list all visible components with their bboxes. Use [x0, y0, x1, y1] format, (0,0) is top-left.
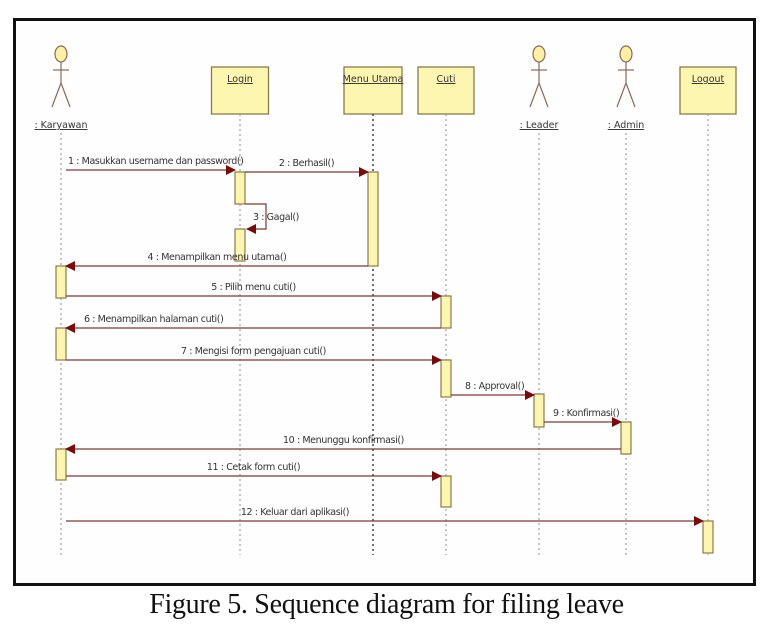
participant-label: : Admin — [608, 120, 645, 131]
message-label: 12 : Keluar dari aplikasi() — [241, 507, 349, 518]
message-label: 10 : Menunggu konfirmasi() — [283, 435, 404, 446]
participant-login: Login — [210, 66, 270, 555]
activation-bar — [55, 265, 67, 299]
message-arrow — [245, 203, 267, 234]
actor-leg-icon — [538, 82, 549, 108]
actor-head-icon — [54, 45, 68, 63]
message-7: 7 : Mengisi form pengajuan cuti() — [66, 346, 442, 365]
participant-menu_utama: Menu Utama — [343, 66, 404, 555]
activation-bar — [367, 171, 379, 267]
message-5: 5 : Pilih menu cuti() — [66, 282, 442, 301]
message-label: 7 : Mengisi form pengajuan cuti() — [181, 346, 326, 357]
message-label: 6 : Menampilkan halaman cuti() — [84, 314, 223, 325]
message-9: 9 : Konfirmasi() — [544, 408, 622, 427]
message-2: 2 : Berhasil() — [245, 158, 369, 177]
object-box — [210, 66, 270, 115]
message-label: 1 : Masukkan username dan password() — [68, 156, 244, 167]
actor-head-icon — [532, 45, 546, 63]
participant-label: Menu Utama — [343, 74, 404, 85]
message-label: 2 : Berhasil() — [279, 158, 334, 169]
participant-leader: : Leader — [520, 45, 559, 555]
message-label: 5 : Pilih menu cuti() — [211, 282, 296, 293]
message-1: 1 : Masukkan username dan password() — [66, 156, 244, 175]
object-box — [679, 66, 737, 115]
participant-cuti: Cuti — [417, 66, 475, 555]
actor-head-icon — [619, 45, 633, 63]
message-label: 4 : Menampilkan menu utama() — [148, 252, 287, 263]
activation-bar — [234, 171, 246, 205]
activation-bar — [55, 327, 67, 361]
participant-label: Logout — [692, 74, 725, 85]
participant-label: Login — [227, 74, 253, 85]
message-label: 8 : Approval() — [465, 381, 524, 392]
activation-bar — [234, 228, 246, 262]
figure-caption: Figure 5. Sequence diagram for filing le… — [149, 589, 624, 620]
message-4: 4 : Menampilkan menu utama() — [65, 252, 368, 271]
message-label: 11 : Cetak form cuti() — [207, 462, 300, 473]
actor-leg-icon — [529, 82, 540, 108]
message-label: 9 : Konfirmasi() — [553, 408, 619, 419]
participant-label: Cuti — [436, 74, 455, 85]
participant-admin: : Admin — [608, 45, 645, 555]
message-12: 12 : Keluar dari aplikasi() — [66, 507, 704, 526]
activation-bar — [55, 448, 67, 481]
activation-bar — [440, 359, 452, 398]
activation-bar — [440, 475, 452, 508]
message-8: 8 : Approval() — [451, 381, 535, 400]
activation-bar — [440, 295, 452, 329]
activation-bar — [702, 520, 714, 554]
message-3: 3 : Gagal() — [245, 203, 299, 234]
actor-leg-icon — [51, 82, 62, 108]
message-6: 6 : Menampilkan halaman cuti() — [65, 314, 441, 333]
participant-logout: Logout — [679, 66, 737, 555]
actor-leg-icon — [616, 82, 627, 108]
message-label: 3 : Gagal() — [253, 212, 299, 223]
message-11: 11 : Cetak form cuti() — [66, 462, 442, 481]
activation-bar — [620, 421, 632, 455]
actor-leg-icon — [625, 82, 636, 108]
actor-leg-icon — [60, 82, 71, 108]
message-10: 10 : Menunggu konfirmasi() — [65, 435, 621, 454]
activation-bar — [533, 393, 545, 428]
participant-label: : Leader — [520, 120, 559, 131]
participant-label: : Karyawan — [34, 120, 87, 131]
